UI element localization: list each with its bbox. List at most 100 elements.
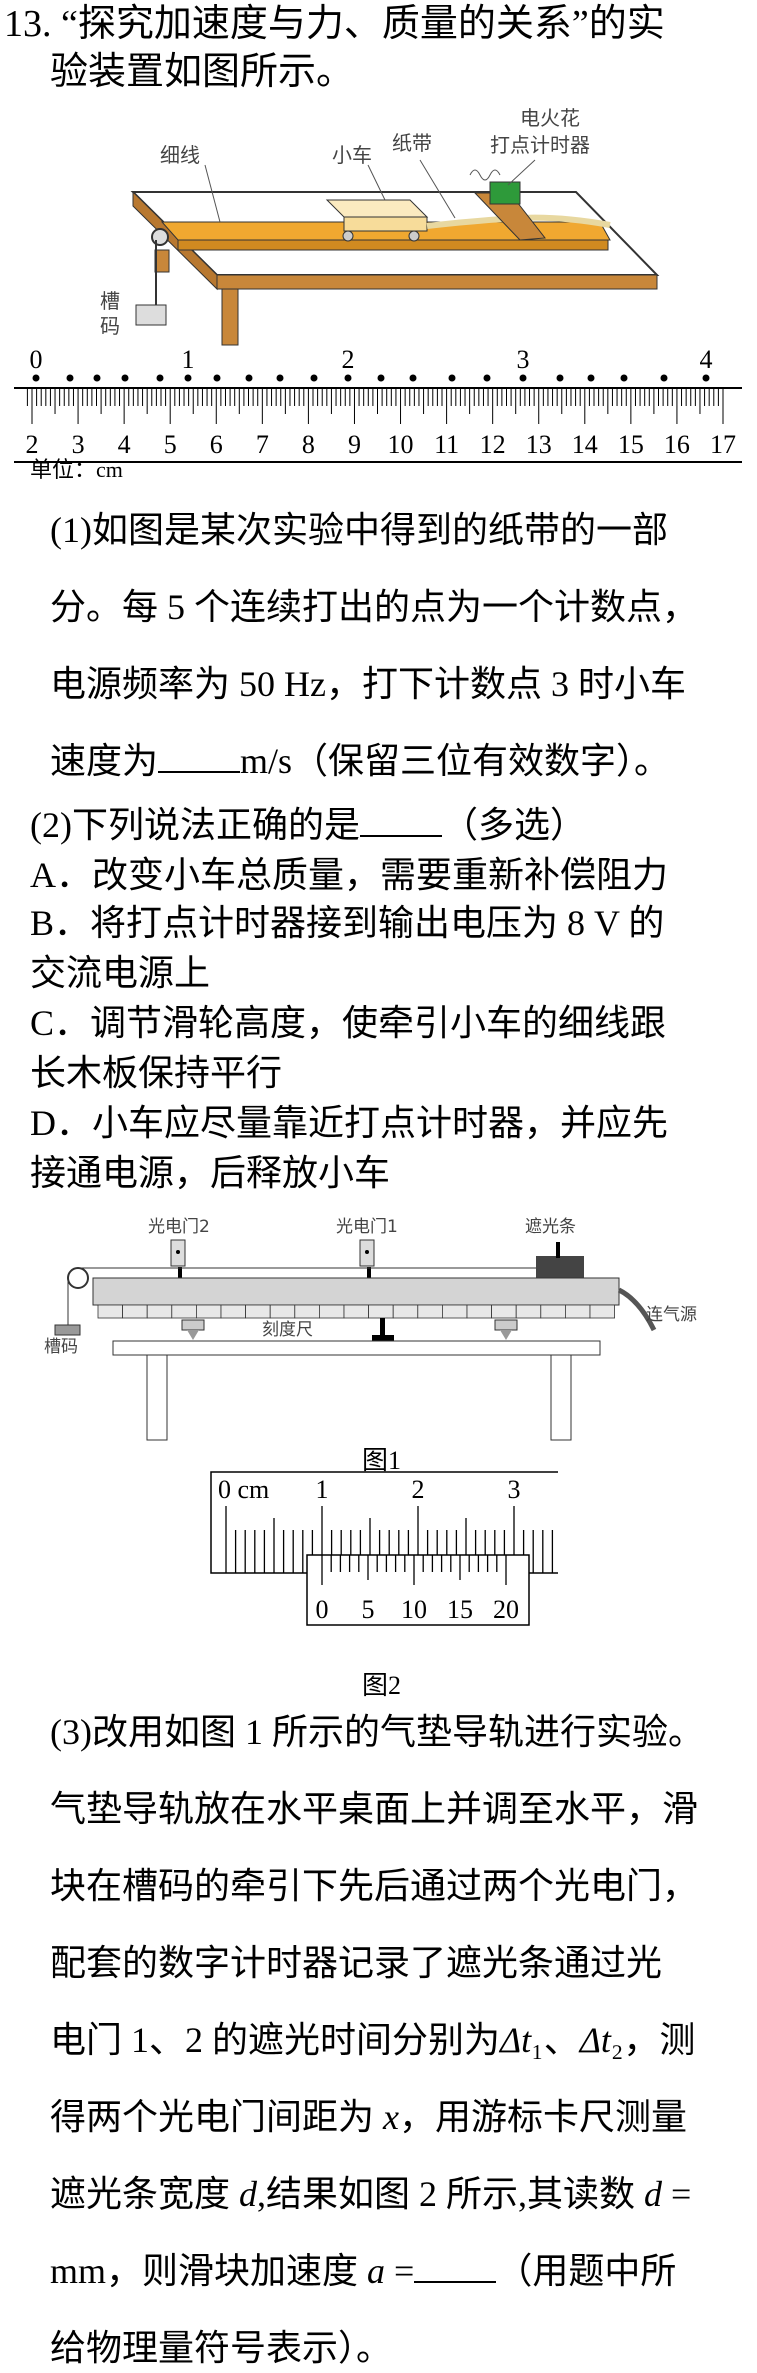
answer-blank-2[interactable] xyxy=(359,805,442,837)
label-gate2: 光电门2 xyxy=(148,1217,210,1237)
ruler-label: 2 xyxy=(26,430,39,459)
weight-block xyxy=(54,1324,81,1336)
count-label: 0 xyxy=(30,345,43,374)
ruler-label: 12 xyxy=(480,430,506,459)
tape-dot xyxy=(409,374,417,382)
photogate-2 xyxy=(178,1267,182,1285)
shading-strip xyxy=(556,1242,560,1258)
air-track-figure: 光电门2 光电门1 遮光条 连气源 刻度尺 槽码 xyxy=(44,1217,697,1441)
tape-dot xyxy=(620,374,628,382)
ruler-label: 14 xyxy=(572,430,598,459)
tape-dot xyxy=(344,374,352,382)
tape-dot xyxy=(276,374,284,382)
tape-dot xyxy=(310,374,318,382)
part2-stem: (2)下列说法正确的是 （多选） xyxy=(30,805,586,845)
ruler-label: 3 xyxy=(72,430,85,459)
spark-timer xyxy=(489,181,521,205)
text: （用题中所 xyxy=(496,2251,677,2291)
option-b: B．将打点计时器接到输出电压为 8 V 的 xyxy=(30,903,665,943)
main-scale-outline xyxy=(210,1471,558,1574)
option-d-cont: 接通电源，后释放小车 xyxy=(30,1153,391,1193)
part3-line9: 给物理量符号表示）。 xyxy=(50,2328,393,2368)
main-label: 0 cm xyxy=(218,1475,269,1504)
part3-line5: 电门 1、2 的遮光时间分别为Δt₁、Δt₂，测 xyxy=(50,2020,696,2060)
option-d: D．小车应尽量靠近打点计时器，并应先 xyxy=(30,1103,668,1143)
label-string: 细线 xyxy=(160,143,200,167)
part3-line2: 气垫导轨放在水平桌面上并调至水平，滑 xyxy=(50,1789,699,1829)
part3-line4: 配套的数字计时器记录了遮光条通过光 xyxy=(50,1943,663,1983)
part3-line6: 得两个光电门间距为 x，用游标卡尺测量 xyxy=(50,2097,688,2137)
ruler-label: 16 xyxy=(664,430,690,459)
label-shade: 遮光条 xyxy=(525,1217,576,1237)
count-label: 2 xyxy=(342,345,355,374)
vernier-label: 0 xyxy=(316,1595,329,1624)
part3-line1: (3)改用如图 1 所示的气垫导轨进行实验。 xyxy=(50,1712,704,1752)
ruler-label: 6 xyxy=(210,430,223,459)
label-timer-1: 电火花 xyxy=(520,106,580,130)
title-text: “探究加速度与力、质量的关系”的实 xyxy=(61,3,665,45)
tape-dot xyxy=(156,374,164,382)
label-scale: 刻度尺 xyxy=(262,1320,313,1340)
ruler-label: 13 xyxy=(526,430,552,459)
answer-blank-3[interactable] xyxy=(414,2251,497,2283)
tape-dot xyxy=(245,374,253,382)
unit-label: 单位：cm xyxy=(30,457,123,482)
ruler-label: 5 xyxy=(164,430,177,459)
main-label: 3 xyxy=(508,1475,521,1504)
count-label: 3 xyxy=(517,345,530,374)
answer-blank-1[interactable] xyxy=(158,741,241,773)
text: （多选） xyxy=(441,805,586,845)
option-c-cont: 长木板保持平行 xyxy=(30,1053,283,1093)
vernier-label: 20 xyxy=(493,1595,519,1624)
ruler-label: 9 xyxy=(348,430,361,459)
slider-block xyxy=(536,1256,584,1278)
label-gate1: 光电门1 xyxy=(336,1217,398,1237)
tape-dot xyxy=(660,374,668,382)
tape-dot xyxy=(377,374,385,382)
tape-dot xyxy=(121,374,129,382)
part3-line8: mm，则滑块加速度 a = （用题中所 xyxy=(50,2251,676,2291)
question-title-line1: 13. “探究加速度与力、质量的关系”的实 xyxy=(4,4,665,44)
label-weight: 槽码 xyxy=(44,1337,78,1357)
photogate-1 xyxy=(367,1267,371,1285)
setup-figure: 细线 小车 纸带 电火花 打点计时器 槽 码 xyxy=(100,106,660,346)
question-title-line2: 验装置如图所示。 xyxy=(50,51,355,93)
part3-line7: 遮光条宽度 d,结果如图 2 所示,其读数 d = xyxy=(50,2174,692,2214)
main-label: 1 xyxy=(316,1475,329,1504)
ruler-label: 15 xyxy=(618,430,644,459)
tape-dot xyxy=(556,374,564,382)
label-weight-2: 码 xyxy=(100,314,120,338)
text: mm，则滑块加速度 a = xyxy=(50,2251,415,2291)
main-label: 2 xyxy=(412,1475,425,1504)
tape-dot xyxy=(184,374,192,382)
count-label: 4 xyxy=(700,345,713,374)
vernier-label: 15 xyxy=(447,1595,473,1624)
tape-dot xyxy=(519,374,527,382)
scale-cell xyxy=(589,1304,616,1319)
weight-block xyxy=(135,304,167,326)
vernier-scale xyxy=(306,1554,530,1626)
figure1-caption: 图1 xyxy=(362,1446,402,1475)
count-label: 1 xyxy=(182,345,195,374)
vernier-label: 5 xyxy=(362,1595,375,1624)
ruler-label: 10 xyxy=(388,430,414,459)
tape-dot xyxy=(66,374,74,382)
part1-line2: 分。每 5 个连续打出的点为一个计数点， xyxy=(50,587,699,627)
part1-line1: (1)如图是某次实验中得到的纸带的一部 xyxy=(50,510,668,550)
text: 速度为 xyxy=(50,741,159,781)
option-a: A．改变小车总质量，需要重新补偿阻力 xyxy=(30,855,668,895)
tape-dot xyxy=(448,374,456,382)
text: (2)下列说法正确的是 xyxy=(30,805,360,845)
tape-dot xyxy=(93,374,101,382)
question-number: 13. xyxy=(4,3,52,45)
vernier-label: 10 xyxy=(401,1595,427,1624)
label-timer-2: 打点计时器 xyxy=(490,133,590,157)
table-leg xyxy=(221,288,239,346)
tape-dot xyxy=(213,374,221,382)
option-b-cont: 交流电源上 xyxy=(30,953,211,993)
part3-line3: 块在槽码的牵引下先后通过两个光电门， xyxy=(50,1866,699,1906)
tape-dot xyxy=(483,374,491,382)
ruler-label: 4 xyxy=(118,430,131,459)
